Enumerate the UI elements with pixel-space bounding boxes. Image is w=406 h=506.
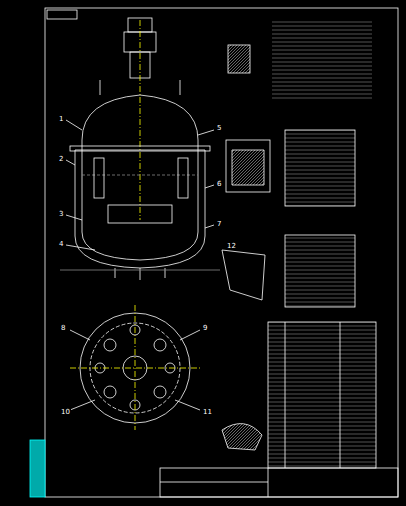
callout-number: 4 bbox=[58, 240, 64, 248]
callout-number: 9 bbox=[202, 324, 208, 332]
callout-number: 1 bbox=[58, 115, 64, 123]
callout-number: 12 bbox=[226, 242, 237, 250]
callout-number: 7 bbox=[216, 220, 222, 228]
callout-number: 6 bbox=[216, 180, 222, 188]
callout-number: 10 bbox=[60, 408, 71, 416]
callout-number: 3 bbox=[58, 210, 64, 218]
callout-number: 2 bbox=[58, 155, 64, 163]
callout-number: 5 bbox=[216, 124, 222, 132]
callout-number: 11 bbox=[202, 408, 213, 416]
callout-number: 8 bbox=[60, 324, 66, 332]
